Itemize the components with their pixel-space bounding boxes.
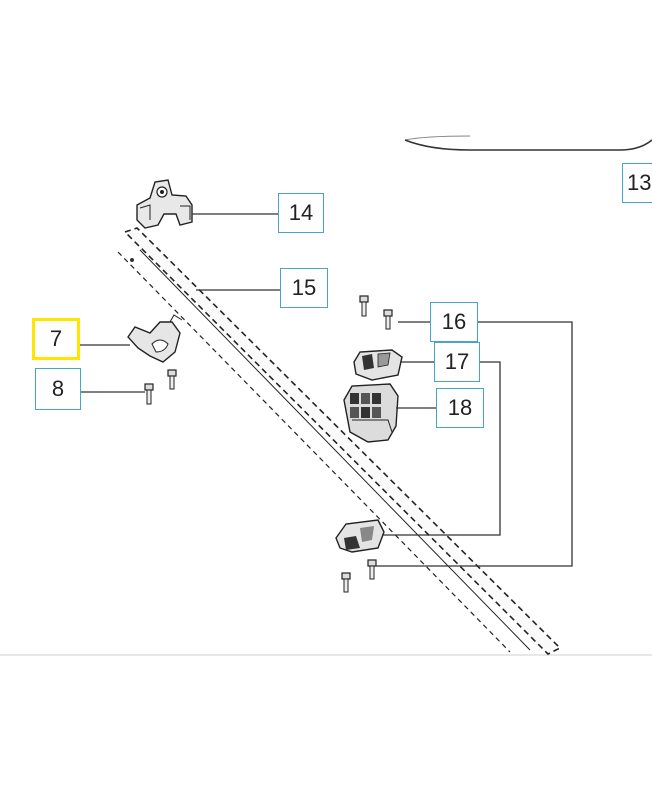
part-17-lower-cover xyxy=(335,519,385,553)
callout-15[interactable]: 15 xyxy=(280,268,328,308)
part-15-strip xyxy=(117,227,562,655)
callout-17[interactable]: 17 xyxy=(434,342,480,382)
part-16-screws xyxy=(359,295,393,330)
part-8-screws xyxy=(144,369,177,405)
callout-16[interactable]: 16 xyxy=(430,302,478,342)
part-17-cover xyxy=(353,349,403,381)
callout-13[interactable]: 13 xyxy=(622,163,652,203)
leader-lines xyxy=(80,213,573,567)
part-7-clip xyxy=(127,314,183,363)
callout-18[interactable]: 18 xyxy=(436,388,484,428)
callout-8[interactable]: 8 xyxy=(35,368,81,410)
part-14-bracket xyxy=(136,179,193,229)
part-16-lower-screws xyxy=(341,559,377,593)
callout-14[interactable]: 14 xyxy=(278,193,324,233)
callout-7[interactable]: 7 xyxy=(32,318,80,360)
part-13-outline xyxy=(404,139,652,151)
part-18-connector xyxy=(343,383,399,443)
